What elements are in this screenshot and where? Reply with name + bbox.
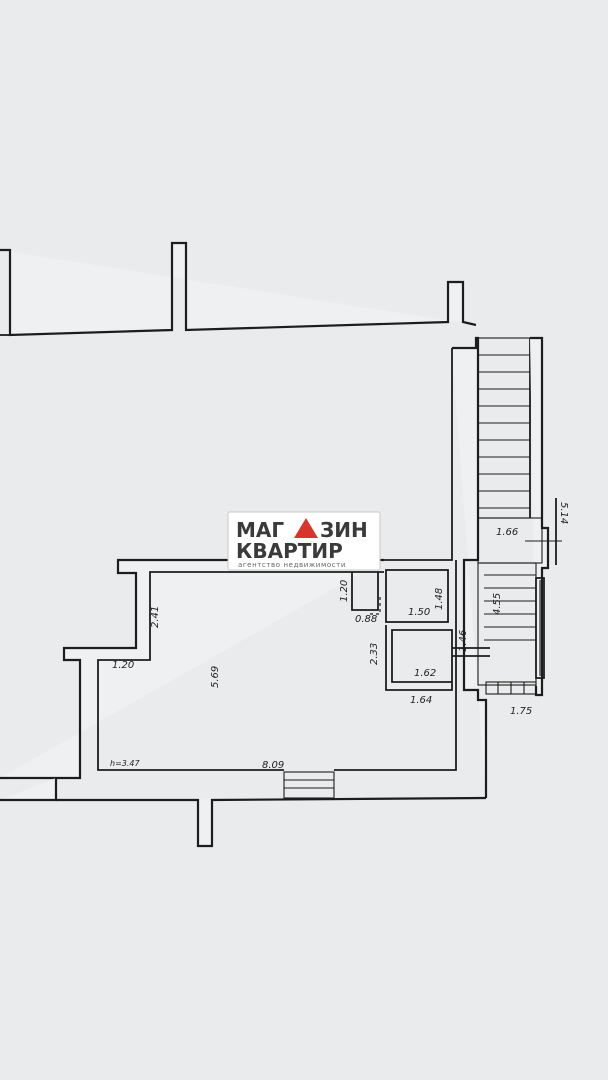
dim-label: 1.66	[496, 527, 518, 538]
dimension-labels: 5.14 1.66 1.20 1.48 0.88 1.50 4.55 2.41 …	[110, 502, 569, 771]
small-rooms	[351, 569, 490, 691]
dim-label: h=3.47	[110, 759, 140, 768]
dim-label: 1.48	[434, 588, 445, 610]
dim-label: 2.41	[150, 606, 161, 628]
logo-subtitle: агентство недвижимости	[238, 561, 346, 569]
dim-label: 1.20	[339, 580, 350, 602]
logo-text-main: КВАРТИР	[236, 539, 343, 563]
dim-label: 1.75	[510, 706, 532, 717]
main-room	[0, 558, 487, 848]
dim-label: 4.55	[492, 593, 503, 615]
dim-label: 1.62	[414, 668, 436, 679]
dim-label: 0.88	[355, 614, 377, 625]
stair-steps	[478, 354, 530, 509]
lower-stair-steps	[484, 574, 536, 641]
dim-label: 5.69	[210, 666, 221, 688]
dim-label: 2.33	[369, 643, 380, 665]
agency-logo: МАГ ЗИН КВАРТИР агентство недвижимости	[227, 511, 381, 571]
dim-label: 1.20	[112, 660, 134, 671]
dim-label: 1.50	[408, 607, 430, 618]
dim-label: 5.14	[558, 502, 569, 524]
logo-triangle-icon	[294, 518, 318, 538]
dim-label: 8.09	[262, 760, 284, 771]
top-walls	[0, 241, 477, 337]
logo-text-left: МАГ	[236, 518, 284, 542]
dim-label: 1.64	[410, 695, 432, 706]
right-wall	[384, 336, 488, 798]
dim-label: 1.46	[458, 630, 469, 652]
staircase	[477, 336, 562, 697]
logo-text-right: ЗИН	[320, 518, 368, 542]
